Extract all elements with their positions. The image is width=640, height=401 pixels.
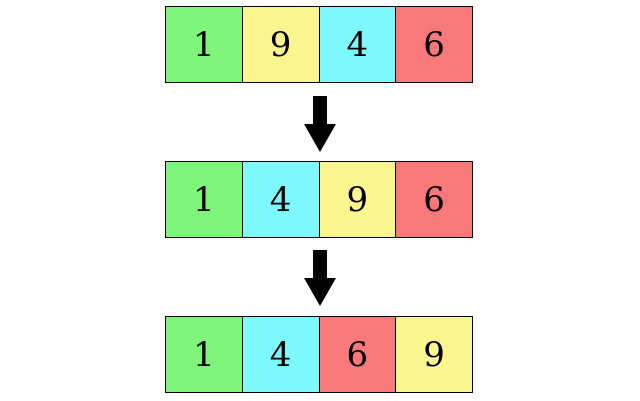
array-cell: 9 <box>242 7 320 82</box>
array-cell: 1 <box>166 317 243 392</box>
down-arrow-icon <box>304 96 336 152</box>
array-state-1: 1 9 4 6 <box>165 6 473 83</box>
array-cell: 6 <box>319 317 397 392</box>
down-arrow-icon <box>304 250 336 306</box>
array-cell: 1 <box>166 7 243 82</box>
array-cell: 1 <box>166 162 243 237</box>
array-cell: 4 <box>242 162 320 237</box>
array-state-2: 1 4 9 6 <box>165 161 473 238</box>
array-cell: 9 <box>319 162 397 237</box>
array-cell: 9 <box>396 317 472 392</box>
array-cell: 4 <box>319 7 397 82</box>
array-state-3: 1 4 6 9 <box>165 316 473 393</box>
array-cell: 4 <box>242 317 320 392</box>
array-cell: 6 <box>396 7 472 82</box>
array-cell: 6 <box>396 162 472 237</box>
